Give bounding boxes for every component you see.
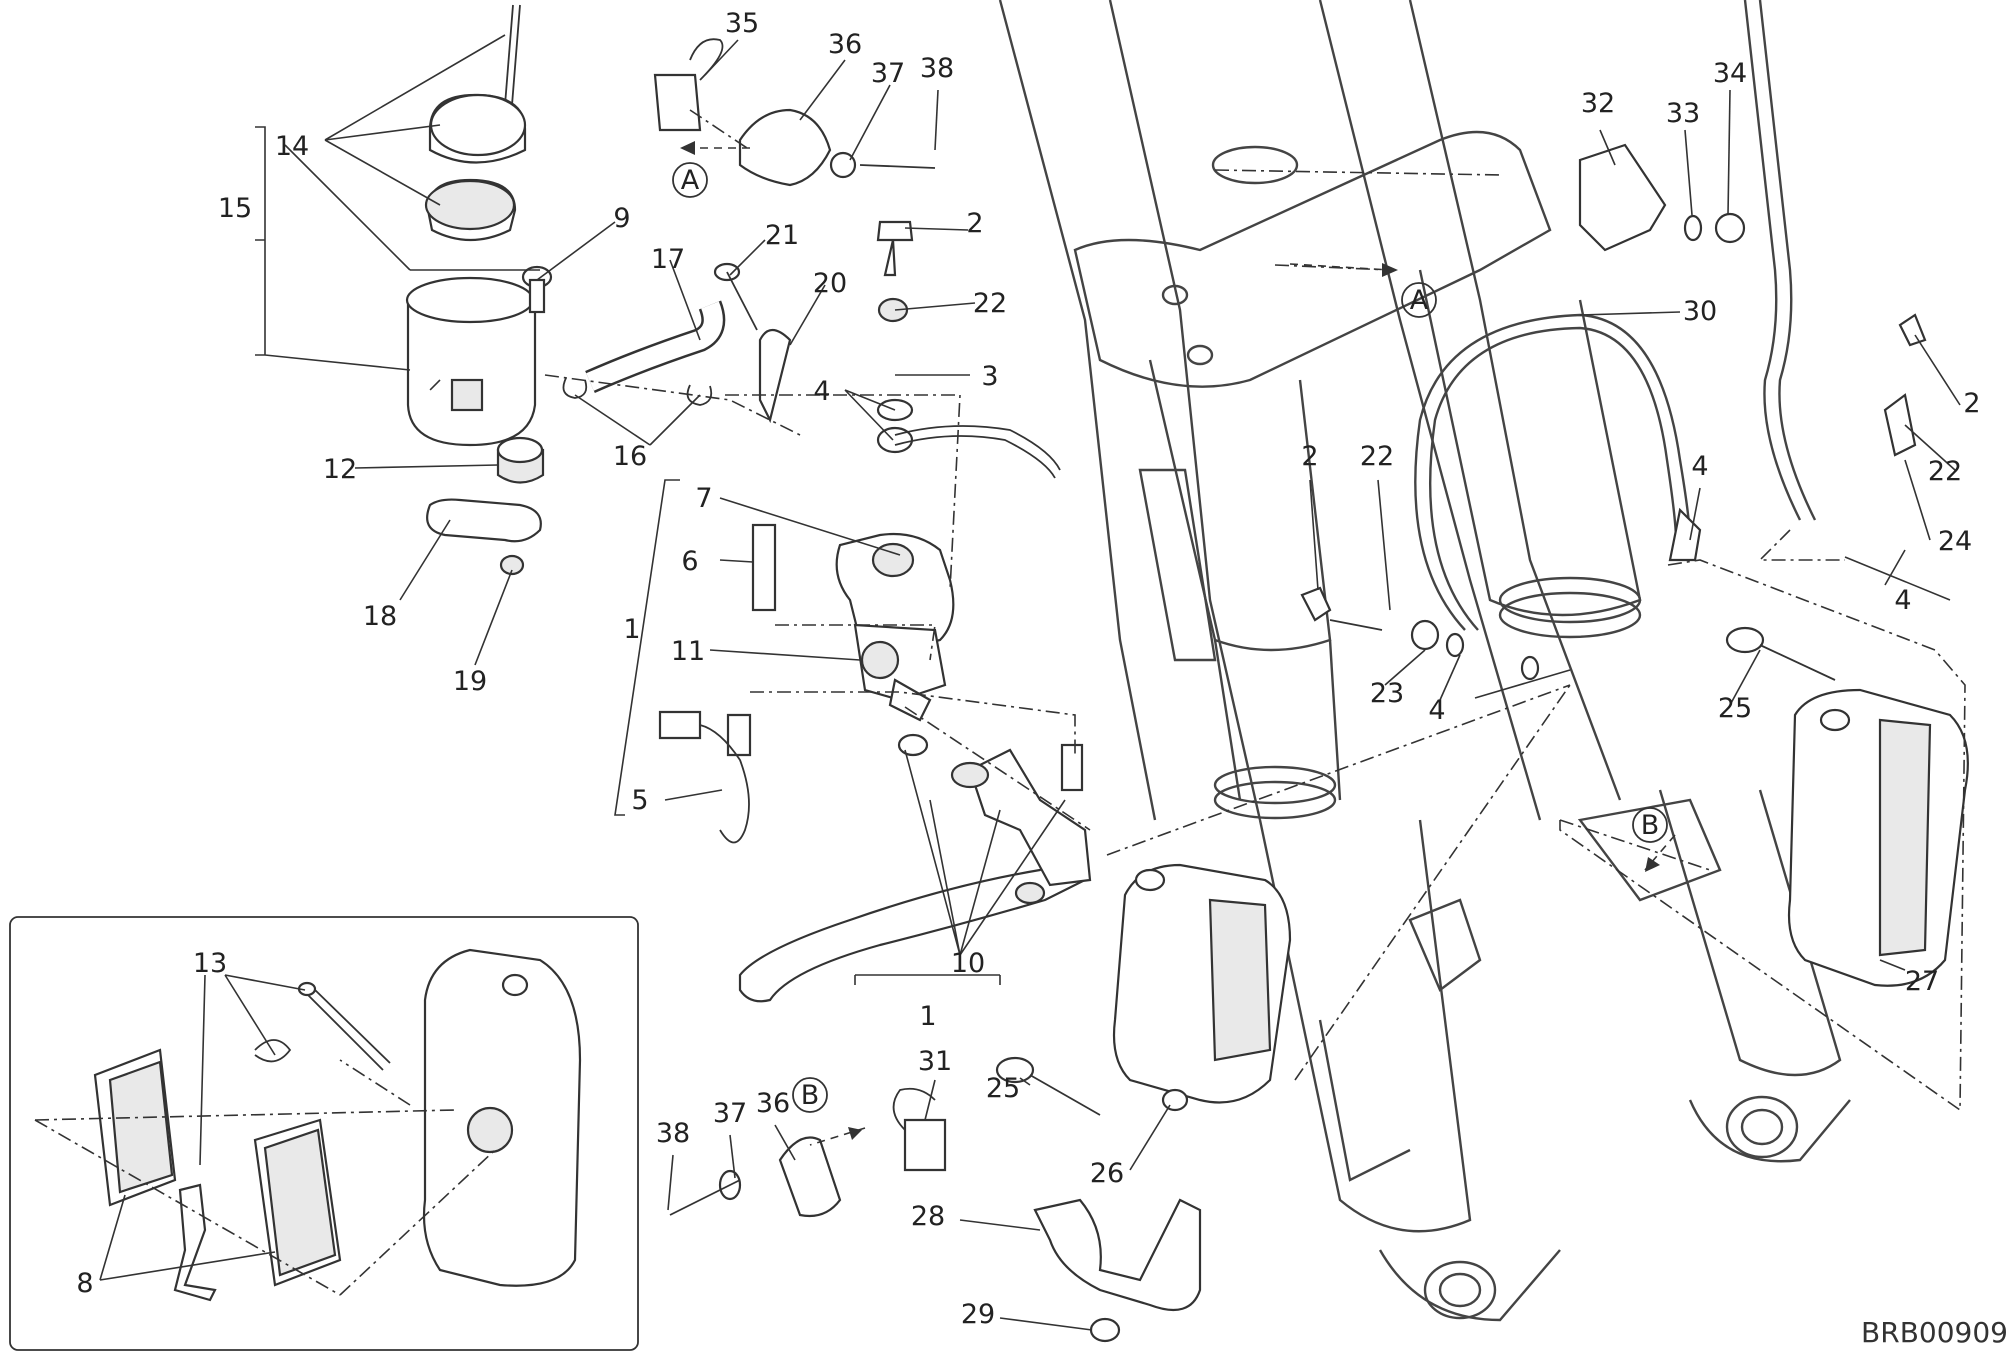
callout-22: 22 xyxy=(1928,456,1962,487)
callout-11: 11 xyxy=(671,636,705,667)
callout-37: 37 xyxy=(871,58,905,89)
callout-25: 25 xyxy=(1718,693,1752,724)
callout-7: 7 xyxy=(695,483,712,514)
callout-4: 4 xyxy=(1428,695,1445,726)
callout-15: 15 xyxy=(218,193,252,224)
callout-13: 13 xyxy=(193,948,227,979)
callout-37: 37 xyxy=(713,1098,747,1129)
reference-marker-a: A xyxy=(681,165,700,196)
callout-6: 6 xyxy=(681,546,698,577)
callout-18: 18 xyxy=(363,601,397,632)
callout-4: 4 xyxy=(1894,585,1911,616)
washer-33-icon xyxy=(1683,214,1703,242)
bleed-fittings-icon xyxy=(1300,313,1927,681)
arrow-icon xyxy=(1382,263,1398,277)
callout-17: 17 xyxy=(651,244,685,275)
callout-36: 36 xyxy=(828,29,862,60)
callout-4: 4 xyxy=(1691,451,1708,482)
bracket-20-icon xyxy=(758,328,792,424)
bolt-21-icon xyxy=(713,262,758,331)
reference-marker-b: B xyxy=(1641,810,1660,841)
grommet-12-icon xyxy=(496,436,545,484)
callout-5: 5 xyxy=(631,785,648,816)
inset-caliper-icon xyxy=(422,948,582,1287)
brake-lever-icon xyxy=(738,743,1092,1003)
callout-9: 9 xyxy=(613,203,630,234)
reference-marker-a: A xyxy=(1410,285,1429,316)
callout-35: 35 xyxy=(725,8,759,39)
callout-4: 4 xyxy=(813,376,830,407)
switch-bracket-36b-icon xyxy=(669,1087,947,1218)
callout-34: 34 xyxy=(1713,58,1747,89)
brake-switch-5-icon xyxy=(658,710,752,844)
callout-32: 32 xyxy=(1581,88,1615,119)
brake-caliper-icon xyxy=(1112,863,1292,1112)
callout-21: 21 xyxy=(765,220,799,251)
callout-25: 25 xyxy=(986,1073,1020,1104)
callout-20: 20 xyxy=(813,268,847,299)
brake-pad-8-icon xyxy=(93,1048,342,1287)
callout-1: 1 xyxy=(919,1001,936,1032)
callout-23: 23 xyxy=(1370,678,1404,709)
callout-2: 2 xyxy=(1963,388,1980,419)
callout-22: 22 xyxy=(1360,441,1394,472)
callout-14: 14 xyxy=(275,131,309,162)
callout-33: 33 xyxy=(1666,98,1700,129)
caliper-bolt-25a-icon xyxy=(995,1056,1101,1116)
arrow-icon xyxy=(680,141,695,155)
callout-3: 3 xyxy=(981,361,998,392)
screw-29-icon xyxy=(1089,1317,1121,1343)
callout-27: 27 xyxy=(1905,966,1939,997)
callout-31: 31 xyxy=(918,1046,952,1077)
nut-19-icon xyxy=(499,554,525,576)
brake-hose-icon xyxy=(1414,313,1702,631)
banjo-bolt-icon xyxy=(876,220,1061,479)
callout-labels: 1 1 2 2 2 3 4 4 4 4 5 6 7 8 9 10 11 12 1… xyxy=(76,8,1980,1330)
hose-17-icon xyxy=(585,300,726,393)
inset-frame xyxy=(9,916,639,1351)
brake-caliper-27-icon xyxy=(1787,688,1969,987)
callout-1: 1 xyxy=(623,614,640,645)
callout-38: 38 xyxy=(656,1118,690,1149)
reference-marker-labels: A A B B xyxy=(681,165,1660,1111)
pad-pin-13-icon xyxy=(254,981,391,1071)
master-cylinder-icon xyxy=(751,523,955,757)
brake-fluid-reservoir-icon xyxy=(405,4,537,447)
arrow-icon xyxy=(1645,857,1660,872)
callout-38: 38 xyxy=(920,53,954,84)
callout-28: 28 xyxy=(911,1201,945,1232)
leader-lines xyxy=(34,34,1966,1331)
callout-12: 12 xyxy=(323,454,357,485)
callout-22: 22 xyxy=(973,288,1007,319)
cable-guide-28-icon xyxy=(1033,1198,1202,1312)
caliper-bolt-25b-icon xyxy=(1725,626,1836,681)
callout-36: 36 xyxy=(756,1088,790,1119)
clamp-16-icon xyxy=(562,377,713,406)
switch-bracket-36a-icon xyxy=(653,38,936,187)
callout-24: 24 xyxy=(1938,526,1972,557)
callout-19: 19 xyxy=(453,666,487,697)
bracket-32-icon xyxy=(1578,143,1667,252)
front-fork-icon xyxy=(998,0,1851,1322)
drawing-code: BRB00909 xyxy=(1861,1316,2008,1349)
reference-marker-b: B xyxy=(801,1080,820,1111)
bolt-9-icon xyxy=(521,265,553,314)
callout-2: 2 xyxy=(966,208,983,239)
screw-34-icon xyxy=(1714,212,1746,244)
arrow-icon xyxy=(848,1127,862,1140)
callout-10: 10 xyxy=(951,948,985,979)
callout-8: 8 xyxy=(76,1268,93,1299)
callout-29: 29 xyxy=(961,1299,995,1330)
callout-16: 16 xyxy=(613,441,647,472)
callout-30: 30 xyxy=(1683,296,1717,327)
bracket-18-icon xyxy=(426,498,542,543)
callout-2: 2 xyxy=(1301,441,1318,472)
pad-spring-icon xyxy=(173,1183,217,1302)
callout-26: 26 xyxy=(1090,1158,1124,1189)
reference-markers xyxy=(672,162,1668,1113)
